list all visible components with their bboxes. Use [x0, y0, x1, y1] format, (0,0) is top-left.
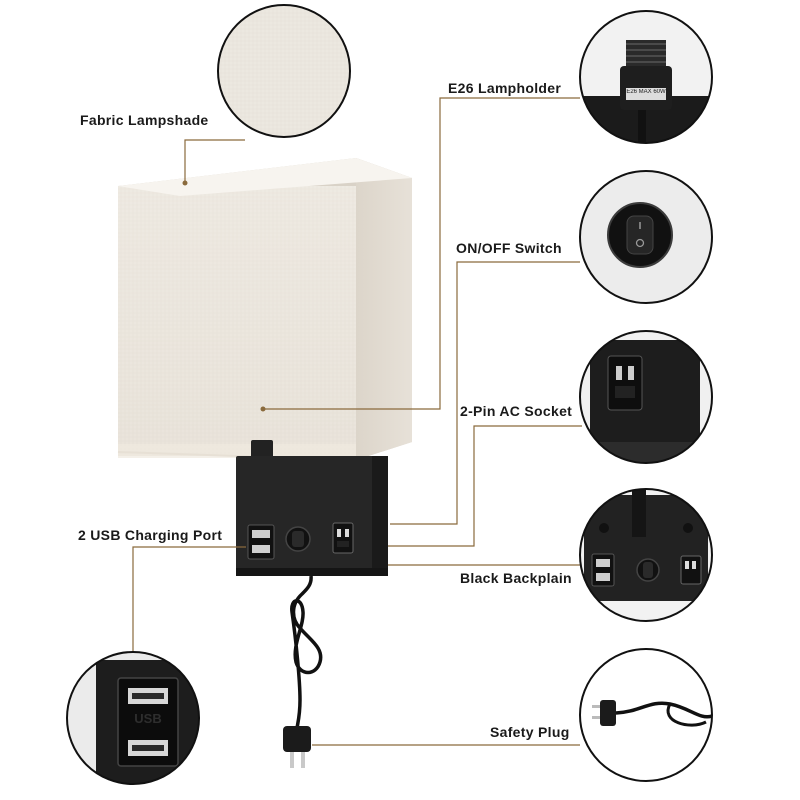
switch-detail-circle [579, 170, 713, 304]
label-on-off-switch: ON/OFF Switch [456, 240, 562, 256]
label-ac-socket: 2-Pin AC Socket [460, 403, 573, 419]
wall-lamp [117, 158, 412, 768]
safety-plug-detail-circle [579, 648, 713, 782]
black-backplate [236, 456, 388, 576]
label-e26-lampholder: E26 Lampholder [448, 80, 562, 96]
label-fabric-lampshade: Fabric Lampshade [80, 112, 209, 128]
lampholder-detail-circle [579, 10, 713, 144]
callout-line-ac-socket [388, 425, 582, 547]
fabric-detail-circle [217, 4, 351, 138]
backplain-detail-circle [579, 488, 713, 622]
ac-socket-detail-circle [579, 330, 713, 464]
callout-line-switch [390, 261, 580, 525]
label-black-backplain: Black Backplain [460, 570, 572, 586]
callout-line-usb [132, 546, 246, 652]
power-cord [283, 575, 323, 768]
usb-marking: USB [134, 711, 162, 726]
callout-line-lampshade [184, 139, 245, 183]
lampholder-marking: E26 MAX 60W [626, 89, 666, 95]
lampshade [117, 158, 412, 461]
callout-line-lampholder [263, 97, 580, 410]
label-usb-charging-port: 2 USB Charging Port [78, 527, 223, 543]
usb-detail-circle [66, 651, 200, 785]
label-safety-plug: Safety Plug [490, 724, 570, 740]
callout-lines [132, 97, 582, 746]
